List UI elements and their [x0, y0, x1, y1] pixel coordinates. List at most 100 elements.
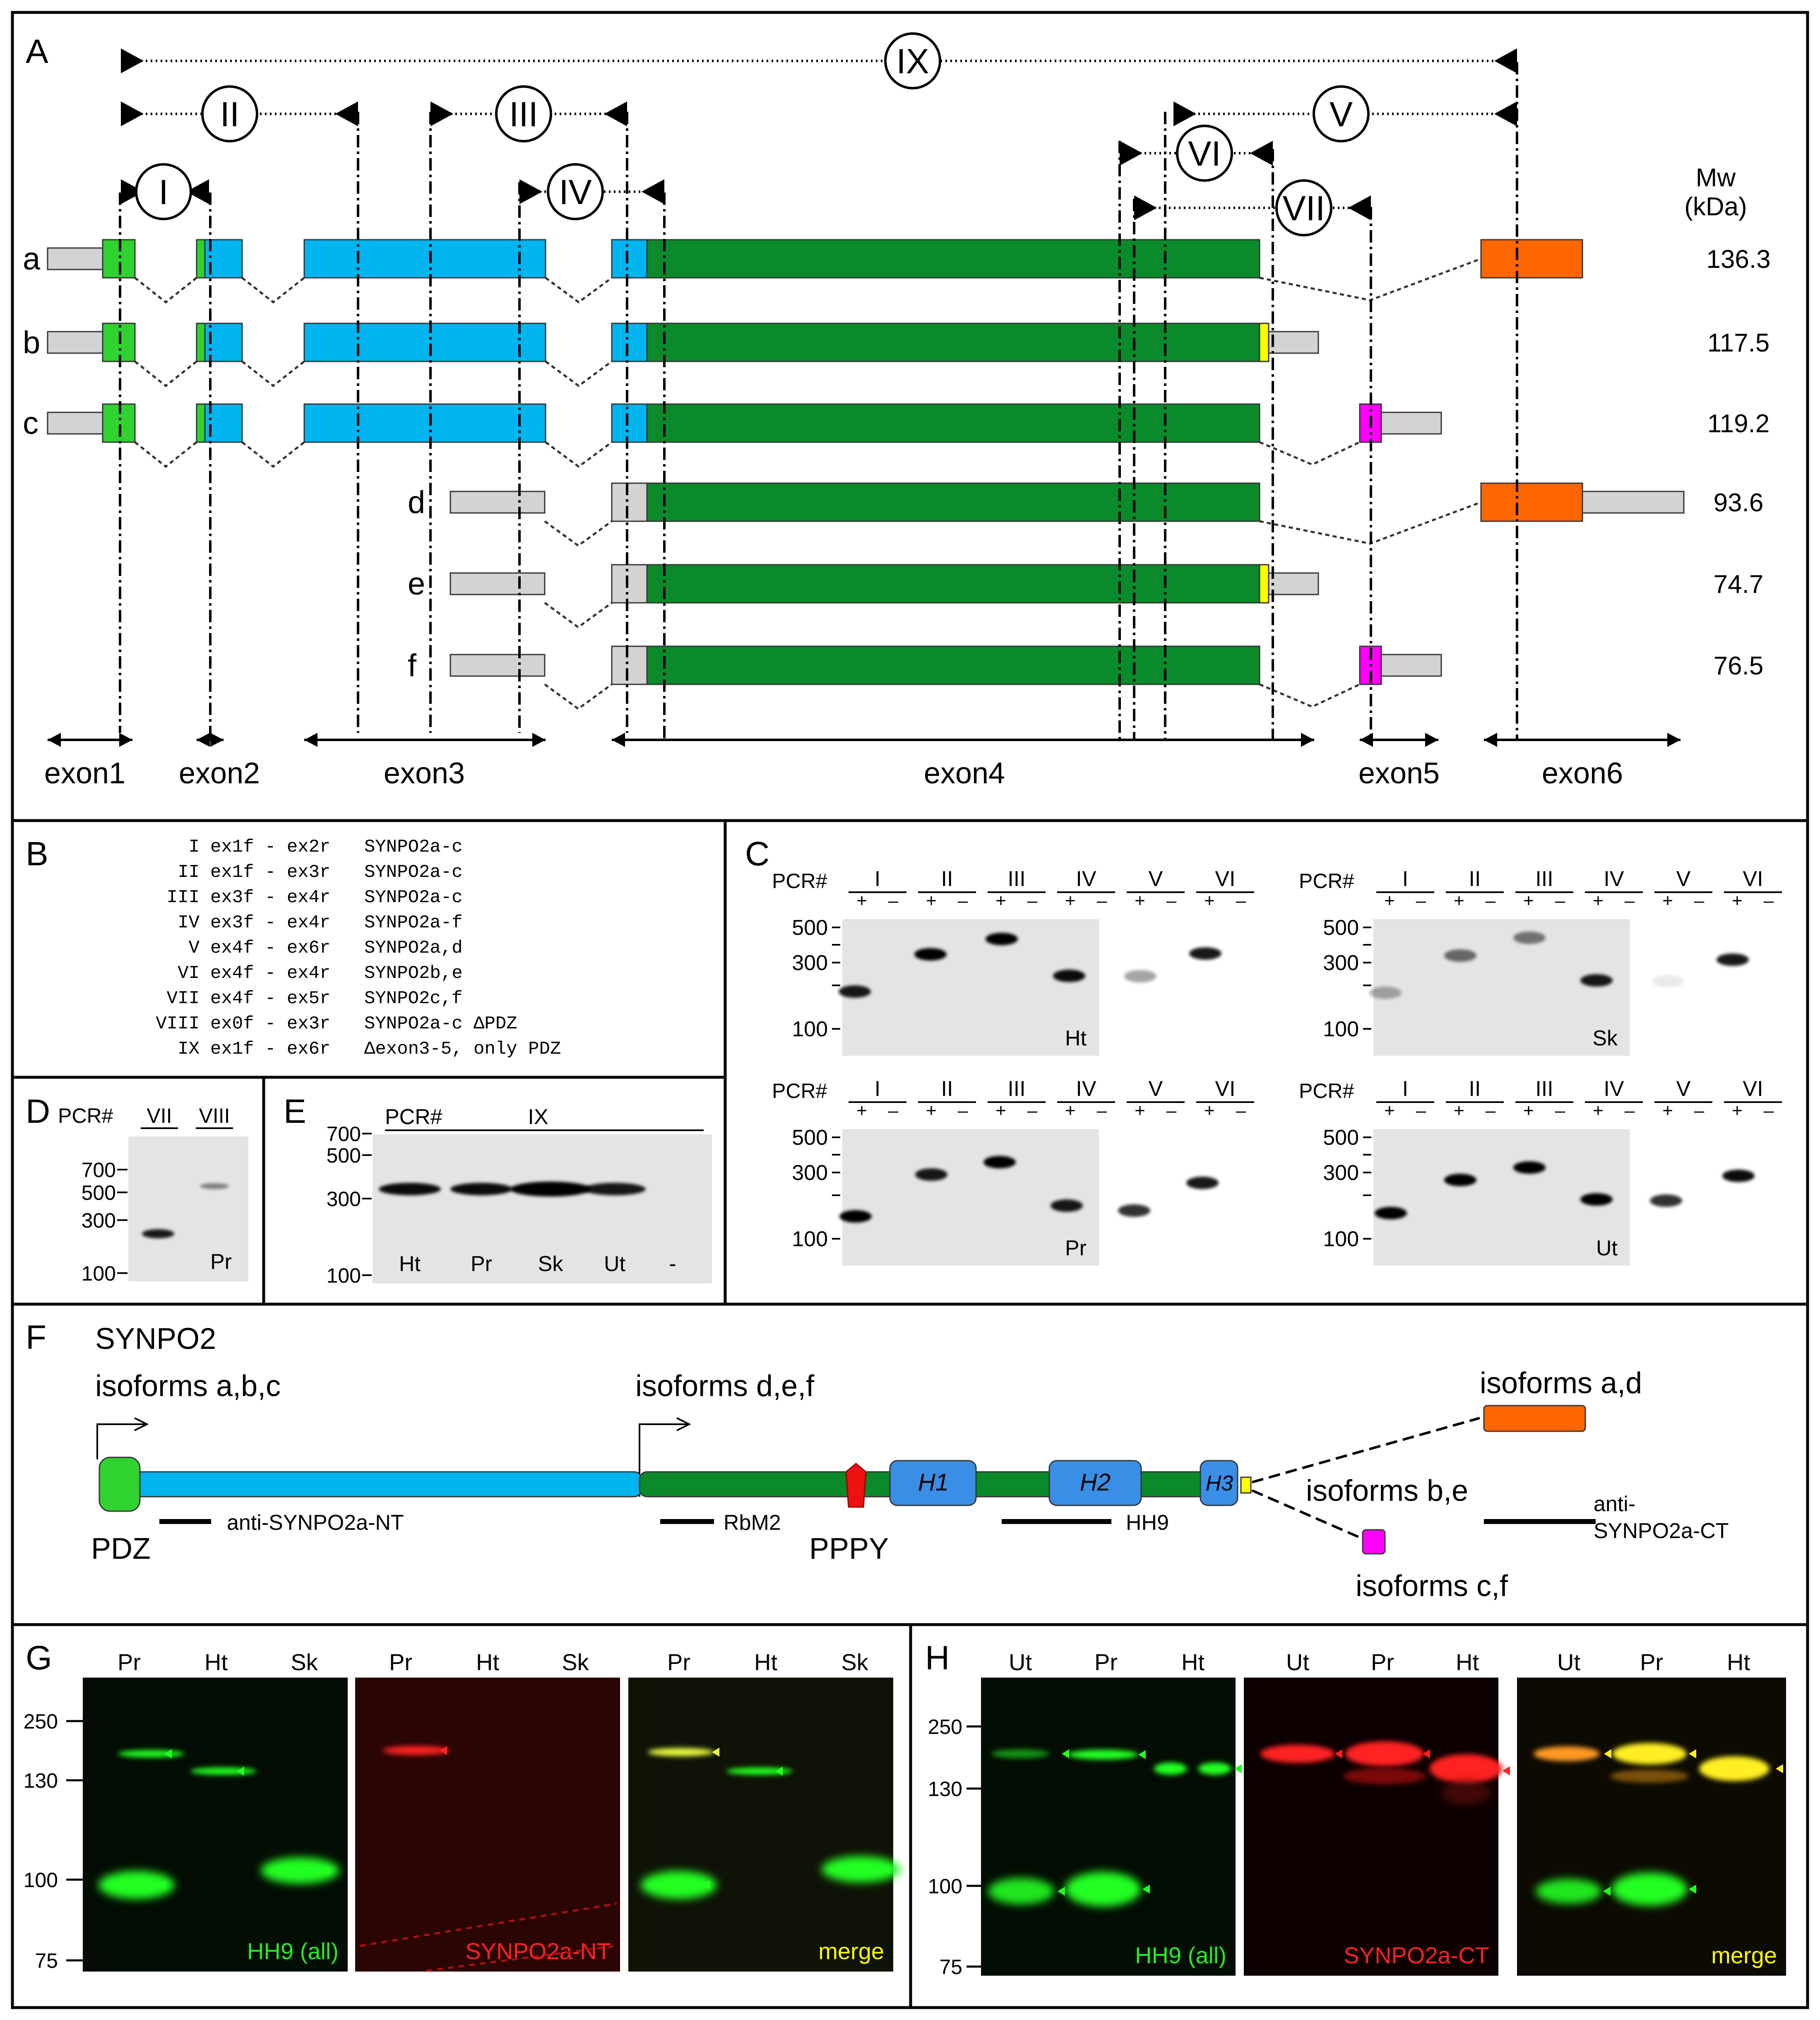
- pcr-circle: [1176, 125, 1233, 182]
- lane-label: III: [1007, 1077, 1025, 1101]
- intron-connector: [134, 277, 197, 304]
- pcr-circle: [201, 85, 258, 142]
- minus-sign: –: [1097, 891, 1107, 911]
- band-arrowhead: [712, 1748, 719, 1757]
- lane-label: Pr: [1371, 1649, 1394, 1675]
- target-isoforms: SYNPO2a-c: [364, 837, 463, 857]
- mw-tick: 75: [35, 1949, 58, 1972]
- panel-label-e: E: [284, 1093, 306, 1130]
- blot-band: [1260, 1745, 1335, 1763]
- gel-band: [450, 1183, 512, 1195]
- plus-sign: +: [1065, 1100, 1076, 1121]
- exon2-pdz-part: [196, 323, 206, 362]
- utr-5: [47, 331, 104, 354]
- ab-ct-label-1: anti-: [1594, 1492, 1635, 1516]
- mw-value-c: 119.2: [1707, 409, 1770, 438]
- pcr-label: PCR#: [1299, 869, 1354, 893]
- lane-label: Pr: [1640, 1649, 1663, 1675]
- plus-sign: +: [926, 891, 937, 911]
- band-arrowhead: [322, 1866, 329, 1875]
- plus-sign: +: [1454, 1100, 1464, 1121]
- gel-band: [915, 1168, 947, 1181]
- primer-pair: ex1f - ex6r: [210, 1039, 330, 1059]
- blot-image: [1517, 1678, 1786, 1976]
- forward-primer-arrow: [121, 48, 144, 73]
- gel-band: [1375, 1207, 1407, 1219]
- h2-domain: [1048, 1460, 1142, 1506]
- h2-label: H2: [1080, 1469, 1111, 1496]
- intron-connector: [134, 361, 197, 388]
- antibody-label: HH9 (all): [247, 1938, 339, 1964]
- lane-label: Ht: [1456, 1649, 1479, 1675]
- minus-sign: –: [1555, 1100, 1565, 1121]
- plus-sign: +: [1384, 1100, 1395, 1121]
- primer-pair: ex1f - ex2r: [210, 837, 330, 857]
- size-tick: 500: [792, 1126, 828, 1150]
- blot-band: [1343, 1768, 1426, 1784]
- minus-sign: –: [888, 891, 899, 911]
- isoform-label-f: f: [408, 648, 417, 683]
- tissue-label: Ht: [1065, 1026, 1087, 1050]
- pcr-label: PCR#: [58, 1104, 113, 1127]
- blot-band: [988, 1878, 1054, 1904]
- blot-band: [1441, 1780, 1491, 1805]
- exon4-box: [646, 482, 1260, 522]
- lane-tissue-label: Ht: [399, 1252, 421, 1276]
- exon-label: exon5: [1358, 757, 1440, 790]
- band-arrowhead: [775, 1767, 783, 1776]
- pcr-circle-label: VII: [1283, 189, 1325, 228]
- lane-label: Ut: [1557, 1649, 1580, 1675]
- gel-band: [1580, 1193, 1613, 1206]
- mw-tick: 100: [928, 1875, 962, 1898]
- blot-image: [83, 1678, 348, 1972]
- primer-lines: [119, 62, 1518, 741]
- band-arrowhead: [1503, 1766, 1510, 1775]
- tissue-label: Pr: [210, 1250, 232, 1274]
- blot-image: [355, 1678, 620, 1972]
- tissue-label: Ut: [1596, 1236, 1618, 1260]
- target-isoforms: SYNPO2a-c ΔPDZ: [364, 1014, 517, 1034]
- exon4-box: [646, 564, 1260, 604]
- h3-label: H3: [1206, 1471, 1233, 1495]
- pcr-number: IV: [178, 912, 200, 933]
- intron-connector: [544, 602, 613, 629]
- pcr-number: IX: [178, 1039, 200, 1059]
- target-isoforms: Δexon3-5, only PDZ: [364, 1039, 561, 1059]
- panel-label-f: F: [26, 1319, 46, 1356]
- mw-tick: 130: [928, 1777, 962, 1801]
- lane-label: Pr: [118, 1649, 141, 1675]
- exon-range-arrow: [1667, 733, 1681, 747]
- blot-band: [1536, 1879, 1602, 1904]
- lane-tissue-label: Pr: [471, 1252, 492, 1276]
- blot-band: [1065, 1872, 1141, 1907]
- isoforms-cf-tail: [1362, 1529, 1386, 1555]
- plus-sign: +: [1065, 891, 1076, 911]
- gel-band: [839, 1210, 872, 1223]
- exon4-box: [646, 323, 1260, 362]
- utr-3: [1268, 331, 1319, 354]
- plus-sign: +: [1593, 1100, 1604, 1121]
- minus-sign: –: [1764, 891, 1774, 911]
- forward-primer-arrow: [519, 179, 542, 204]
- exon6-box: [1480, 482, 1583, 522]
- minus-sign: –: [1625, 891, 1635, 911]
- plus-sign: +: [1204, 1100, 1215, 1121]
- band-arrowhead: [702, 1880, 710, 1890]
- ab-ct-label-2: SYNPO2a-CT: [1594, 1519, 1729, 1543]
- band-arrowhead: [1142, 1885, 1150, 1894]
- target-isoforms: SYNPO2b,e: [364, 963, 463, 984]
- pppy-label: PPPY: [809, 1532, 889, 1565]
- mw-tick: 130: [24, 1769, 58, 1792]
- lane-label: Ht: [1181, 1649, 1205, 1675]
- exon-range-arrow: [1360, 733, 1373, 747]
- reverse-primer-arrow: [1348, 195, 1371, 220]
- exon-label: exon3: [384, 757, 465, 790]
- band-arrowhead: [1603, 1887, 1611, 1896]
- target-isoforms: SYNPO2a-c: [364, 862, 463, 883]
- pcr-circle: [547, 163, 604, 220]
- plus-sign: +: [1593, 891, 1604, 911]
- utr-3: [1380, 412, 1442, 435]
